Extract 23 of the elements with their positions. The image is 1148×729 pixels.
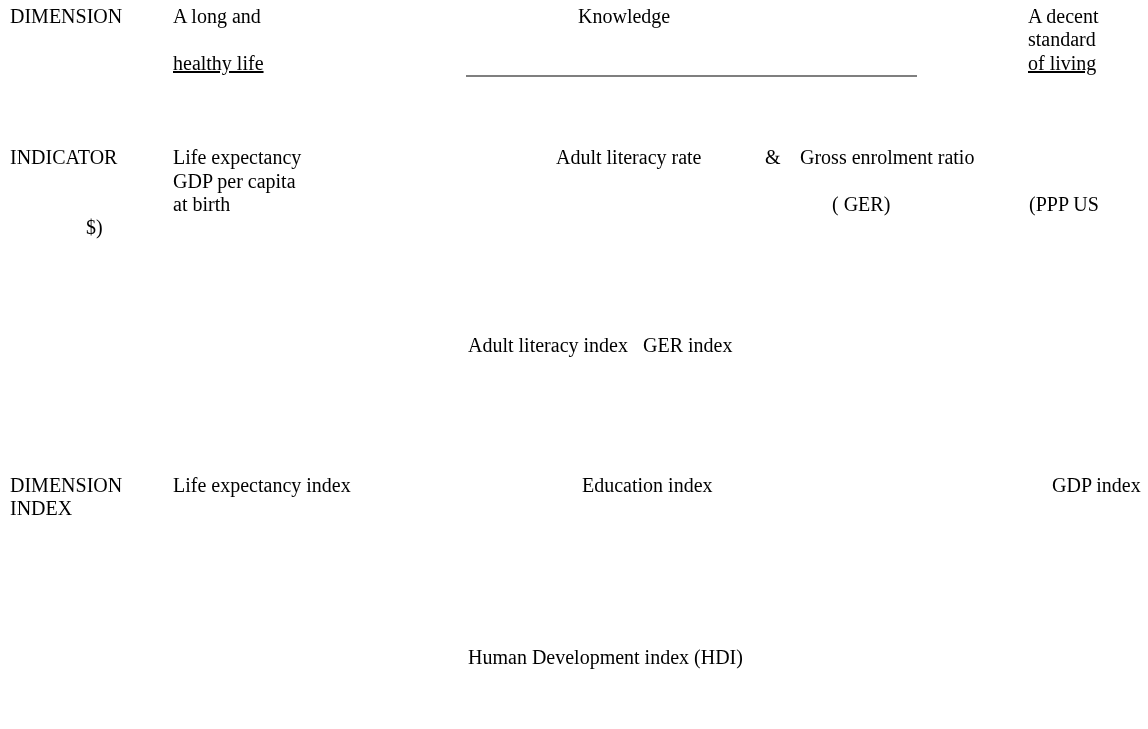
label-text: (PPP US [1029, 193, 1099, 216]
label-text: INDEX [10, 497, 73, 520]
label-text: & [765, 146, 781, 169]
label-text: GER index [643, 334, 733, 357]
label-text: DIMENSION [10, 474, 123, 497]
label-text: of living [1028, 52, 1097, 75]
label-text: Life expectancy index [173, 474, 351, 497]
label-text: $) [86, 216, 103, 239]
label-text: Education index [582, 474, 713, 497]
label-text: Adult literacy index [468, 334, 628, 357]
label-text: ( GER) [832, 193, 891, 216]
label-text: GDP per capita [173, 170, 296, 193]
label-text: A long and [173, 5, 261, 28]
label-text: Life expectancy [173, 146, 302, 169]
label-text: INDICATOR [10, 146, 118, 169]
label-text: at birth [173, 193, 231, 216]
label-text: Adult literacy rate [556, 146, 702, 169]
label-text: Knowledge [578, 5, 671, 28]
label-text: Gross enrolment ratio [800, 146, 975, 169]
label-text: healthy life [173, 52, 264, 75]
label-text: GDP index [1052, 474, 1141, 497]
label-text: DIMENSION [10, 5, 123, 28]
label-text: Human Development index (HDI) [468, 646, 743, 669]
